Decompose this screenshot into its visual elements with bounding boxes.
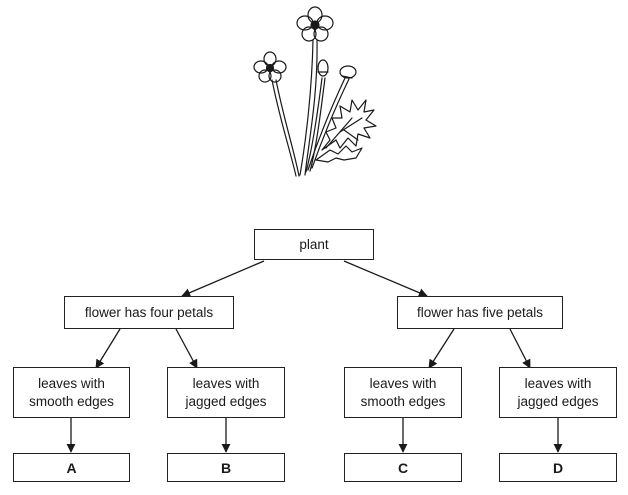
leaf-box-b-line1: leaves with: [192, 375, 260, 391]
leaf-box-c-line2: smooth edges: [360, 393, 446, 409]
arrow-left-jagged: [175, 328, 198, 369]
four-petals-box: flower has four petals: [64, 296, 234, 329]
leaf-box-b-line2: jagged edges: [185, 393, 267, 409]
result-box-b: B: [167, 453, 285, 482]
result-c-label: C: [397, 459, 409, 476]
leaf-box-a-line2: smooth edges: [29, 393, 114, 409]
arrow-left-smooth: [95, 328, 121, 369]
leaf-box-d-line2: jagged edges: [517, 393, 599, 409]
arrow-right-smooth: [428, 328, 455, 369]
five-petals-box: flower has five petals: [397, 296, 563, 329]
plant-illustration: [253, 6, 377, 177]
arrow-root-right: [343, 260, 428, 298]
result-box-c: C: [344, 453, 462, 482]
root-box: plant: [254, 229, 374, 260]
leaf-box-c: leaves with smooth edges: [344, 367, 462, 418]
arrow-right-jagged: [509, 328, 531, 369]
result-d-label: D: [552, 459, 564, 476]
five-petals-label: flower has five petals: [416, 304, 544, 320]
result-b-label: B: [220, 459, 232, 476]
leaf-box-d-line1: leaves with: [524, 375, 592, 391]
root-label: plant: [299, 236, 329, 252]
leaf-box-c-line1: leaves with: [369, 375, 437, 391]
result-a-label: A: [66, 459, 77, 476]
leaf-box-a: leaves with smooth edges: [13, 367, 130, 418]
result-box-a: A: [13, 453, 130, 482]
result-box-d: D: [499, 453, 617, 482]
leaf-box-d: leaves with jagged edges: [499, 367, 617, 418]
four-petals-label: flower has four petals: [84, 304, 214, 320]
leaf-box-a-line1: leaves with: [38, 375, 105, 391]
arrow-root-left: [181, 260, 265, 297]
leaf-box-b: leaves with jagged edges: [167, 367, 285, 418]
